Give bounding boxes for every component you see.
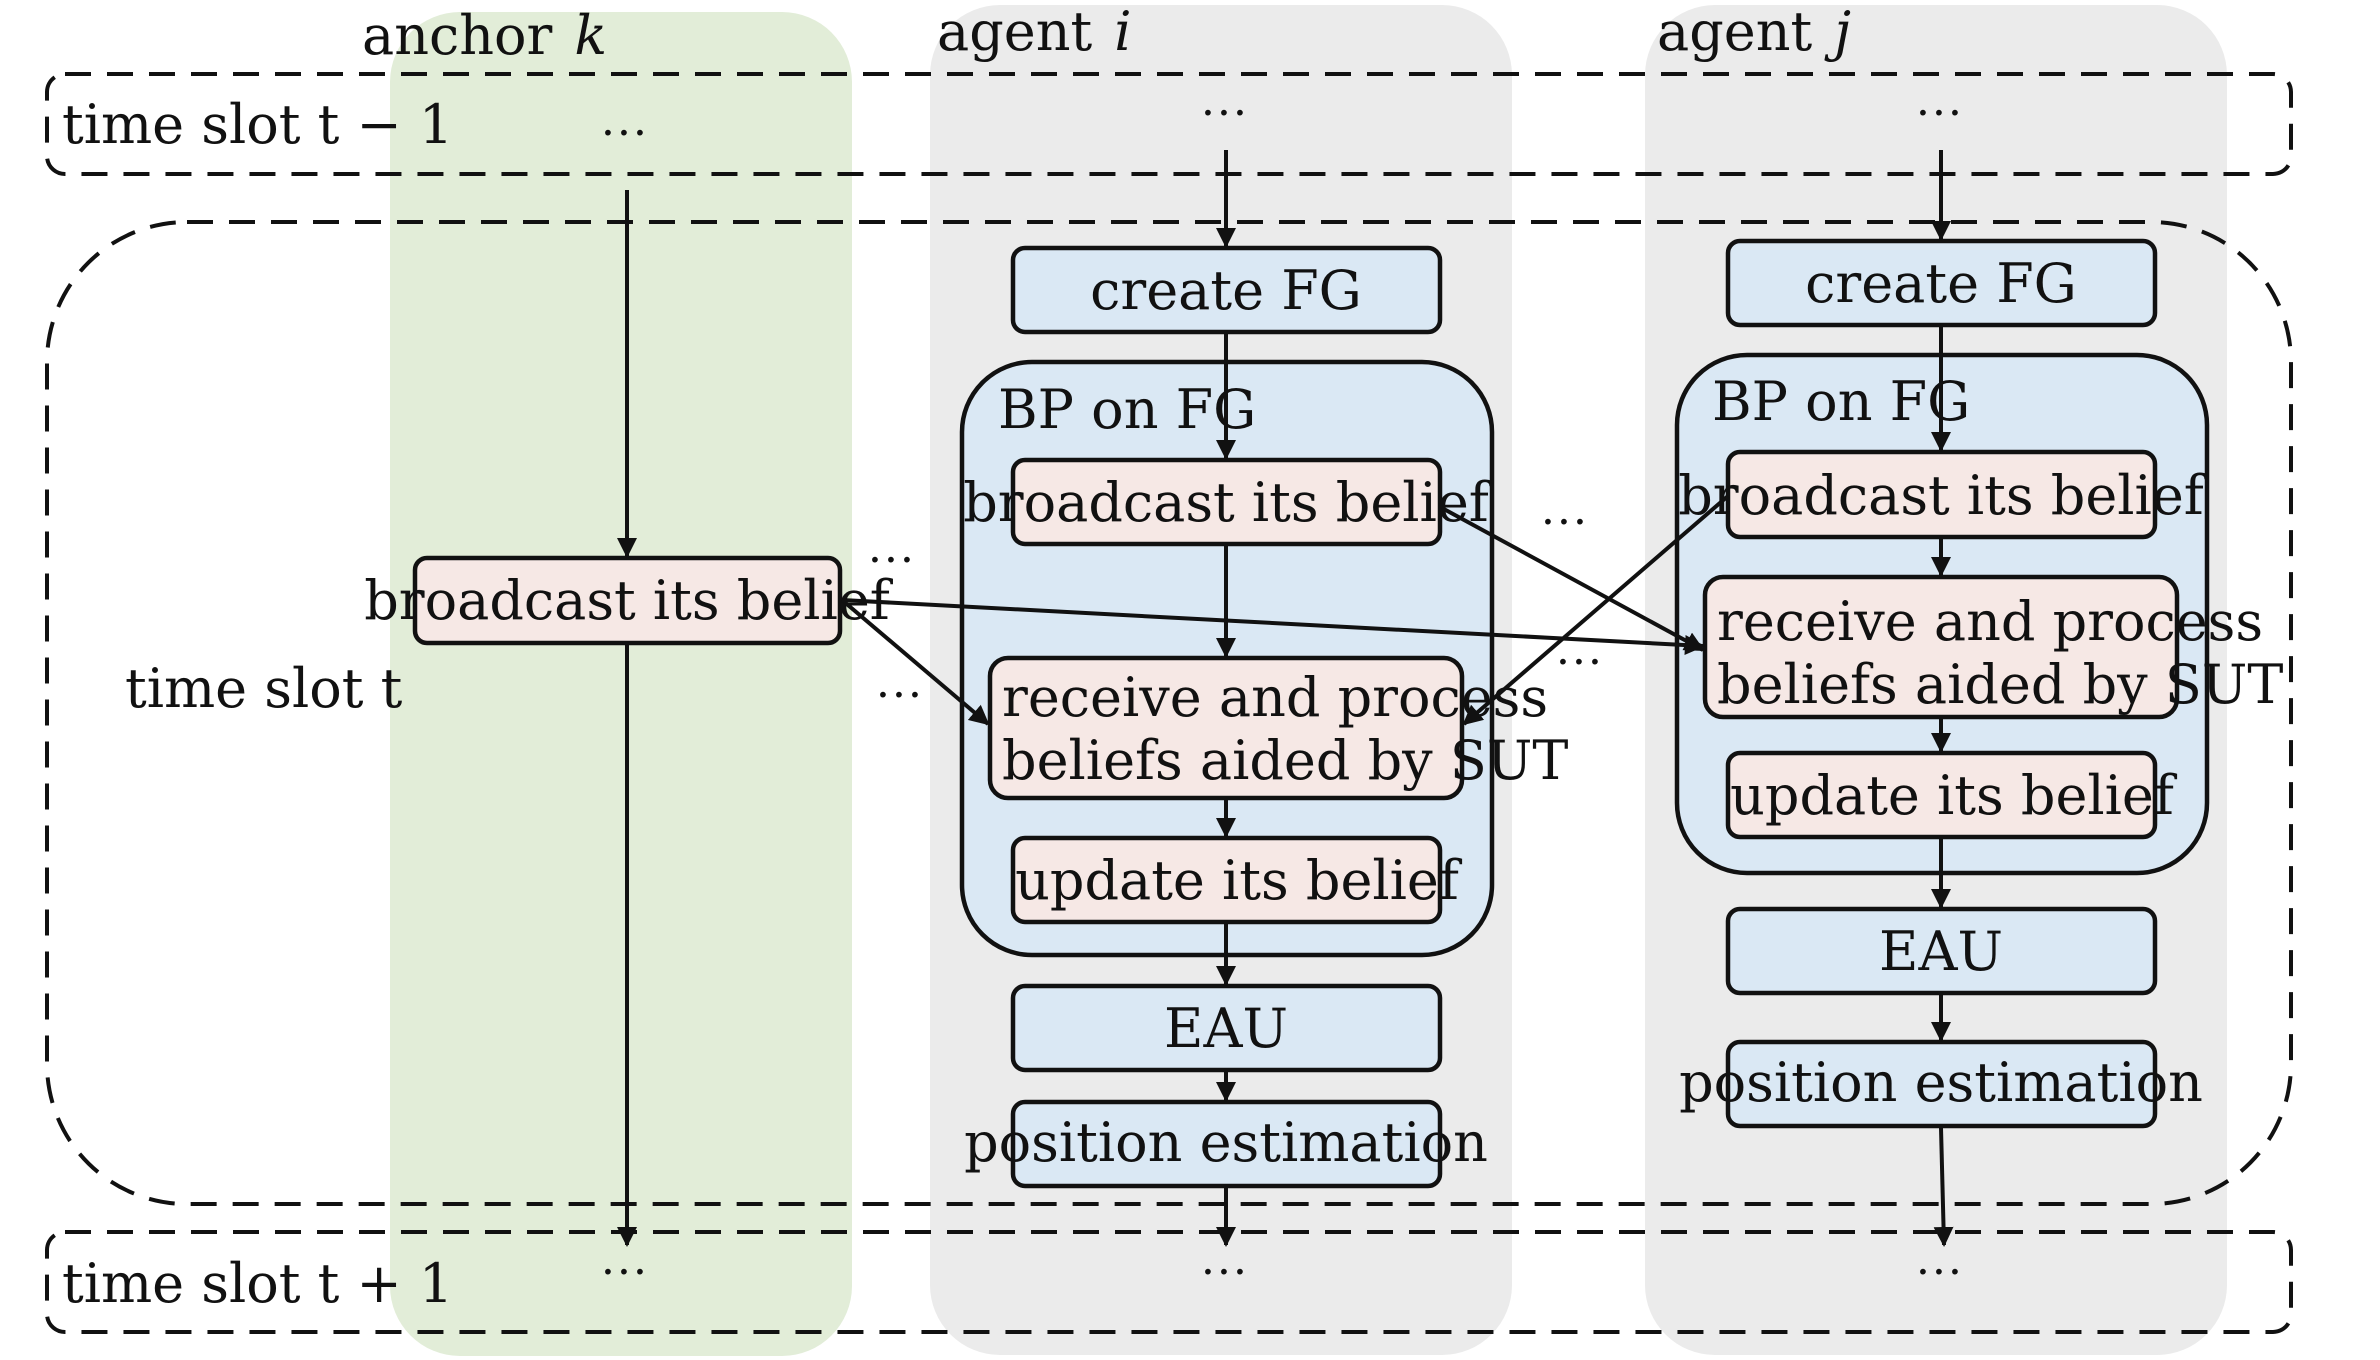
agent-j-update-node: update its belief — [1725, 750, 2178, 840]
svg-text:receive and process: receive and process — [1002, 666, 1548, 729]
middle-ellipsis-upper-right: ··· — [1541, 497, 1589, 548]
svg-text:position estimation: position estimation — [964, 1111, 1488, 1174]
agent-j-next-ellipsis: ··· — [1916, 1247, 1964, 1298]
middle-ellipsis-lower-right: ··· — [1556, 637, 1604, 688]
svg-text:update its belief: update its belief — [1015, 849, 1463, 912]
agent-i-eau-node: EAU — [1010, 983, 1443, 1073]
agent-i-create-fg-node: create FG — [1010, 245, 1443, 335]
svg-text:position estimation: position estimation — [1679, 1051, 2203, 1114]
middle-ellipsis-lower-left: ··· — [876, 670, 924, 721]
agent-j-to-agent-i-receive-arrow — [1462, 494, 1730, 726]
svg-text:broadcast its belief: broadcast its belief — [364, 569, 894, 632]
time-slot-next-frame — [45, 1230, 2293, 1334]
agent-i-to-agent-j-receive-arrow — [1441, 506, 1705, 652]
anchor-to-agent-j-receive-arrow — [841, 598, 1705, 656]
agent-i-prev-ellipsis: ··· — [1201, 88, 1249, 139]
agent-j-receive-node: receive and process beliefs aided by SUT — [1702, 574, 2283, 720]
svg-text:beliefs aided by SUT: beliefs aided by SUT — [1717, 653, 2283, 716]
agent-i-update-node: update its belief — [1010, 835, 1463, 925]
svg-text:broadcast its belief: broadcast its belief — [1678, 464, 2208, 527]
svg-text:create FG: create FG — [1090, 259, 1362, 322]
agent-j-out-arrow — [1933, 1127, 1954, 1247]
agent-i-receive-node: receive and process beliefs aided by SUT — [987, 655, 1568, 801]
time-slot-prev-frame — [45, 72, 2293, 176]
svg-text:broadcast its belief: broadcast its belief — [963, 471, 1493, 534]
time-slot-next-label: time slot t + 1 — [62, 1252, 453, 1315]
svg-text:receive and process: receive and process — [1717, 590, 2263, 653]
anchor-to-agent-i-receive-arrow — [840, 598, 990, 726]
anchor-lane — [390, 12, 852, 1356]
svg-text:EAU: EAU — [1164, 997, 1288, 1060]
middle-ellipsis-upper-left: ··· — [868, 535, 916, 586]
svg-text:EAU: EAU — [1879, 920, 2003, 983]
agent-i-broadcast-node: broadcast its belief — [963, 457, 1493, 547]
svg-text:BP on FG: BP on FG — [1712, 370, 1970, 433]
agent-j-eau-node: EAU — [1725, 906, 2158, 996]
time-slot-curr-label: time slot t — [125, 657, 403, 720]
time-slot-prev-label: time slot t − 1 — [62, 93, 453, 156]
time-slot-curr-frame — [45, 220, 2293, 1206]
svg-text:BP on FG: BP on FG — [998, 378, 1256, 441]
agent-j-broadcast-node: broadcast its belief — [1678, 449, 2208, 540]
svg-text:update its belief: update its belief — [1730, 764, 2178, 827]
svg-text:create FG: create FG — [1805, 252, 2077, 315]
anchor-broadcast-node: broadcast its belief — [364, 555, 894, 646]
agent-i-position-node: position estimation — [964, 1099, 1488, 1189]
agent-j-prev-ellipsis: ··· — [1916, 88, 1964, 139]
anchor-next-ellipsis: ··· — [601, 1247, 649, 1298]
agent-j-position-node: position estimation — [1679, 1039, 2203, 1129]
svg-text:beliefs aided by SUT: beliefs aided by SUT — [1002, 729, 1568, 792]
anchor-prev-ellipsis: ··· — [601, 108, 649, 159]
agent-i-next-ellipsis: ··· — [1201, 1247, 1249, 1298]
agent-j-create-fg-node: create FG — [1725, 238, 2158, 328]
